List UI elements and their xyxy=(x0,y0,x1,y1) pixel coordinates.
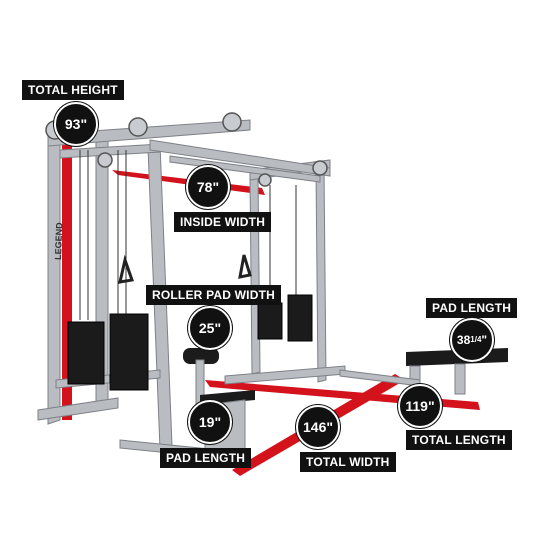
total-width-label: TOTAL WIDTH xyxy=(300,452,396,472)
weight-stacks xyxy=(67,294,313,391)
total-length-value: 119" xyxy=(398,384,442,428)
inside-width-label: INSIDE WIDTH xyxy=(174,212,272,232)
brand-logo: LEGEND xyxy=(53,222,64,260)
roller-pad-width-label: ROLLER PAD WIDTH xyxy=(146,285,281,305)
seat-pad-length-value: 19" xyxy=(188,400,232,444)
cables xyxy=(79,150,297,320)
seat-pad-length-label: PAD LENGTH xyxy=(160,448,252,468)
total-length-label: TOTAL LENGTH xyxy=(406,430,512,450)
cable-handles xyxy=(118,254,252,284)
inside-width-value: 78" xyxy=(186,165,230,209)
total-width-value: 146" xyxy=(296,405,340,449)
total-height-value: 93" xyxy=(54,102,98,146)
roller-pad-width-value: 25" xyxy=(188,306,232,350)
bench-pad-length-label: PAD LENGTH xyxy=(426,298,518,318)
bench-pad-length-unit: " xyxy=(481,333,488,347)
bench-pad-length-fraction: 1/4 xyxy=(470,335,482,344)
bench-pad-length-number: 38 xyxy=(456,333,471,347)
total-height-label: TOTAL HEIGHT xyxy=(22,80,124,100)
